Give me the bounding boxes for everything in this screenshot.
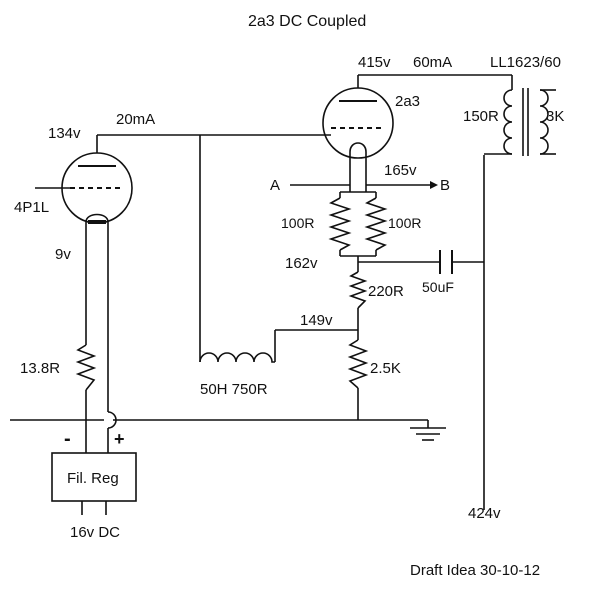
label-node-b: B: [440, 177, 450, 194]
label-415v: 415v: [358, 54, 391, 71]
fil-reg-box: [51, 452, 137, 502]
label-165v: 165v: [384, 162, 417, 179]
resistor-100r-right: [364, 197, 388, 251]
label-424v: 424v: [468, 505, 501, 522]
choke-50h: [199, 352, 275, 363]
label-134v: 134v: [48, 125, 81, 142]
label-16v-dc: 16v DC: [70, 524, 120, 541]
label-149v: 149v: [300, 312, 333, 329]
arrow-b: [430, 181, 438, 189]
label-100r-left: 100R: [281, 215, 314, 231]
diagram-title: 2a3 DC Coupled: [248, 13, 366, 30]
transformer-primary: [503, 89, 513, 155]
label-9v: 9v: [55, 246, 71, 263]
label-transformer: LL1623/60: [490, 54, 561, 71]
resistor-100r-left: [328, 197, 352, 251]
label-3k: 3K: [546, 108, 564, 125]
tube-2a3-filament: [349, 142, 367, 168]
wiring: [10, 74, 512, 510]
label-minus: -: [64, 428, 71, 450]
label-50uf: 50uF: [422, 279, 454, 295]
transformer-secondary: [539, 89, 549, 155]
label-2a3: 2a3: [395, 93, 420, 110]
tube-2a3-envelope: [322, 87, 394, 159]
label-node-a: A: [270, 177, 280, 194]
resistor-13-8r: [75, 344, 97, 391]
label-4p1l: 4P1L: [14, 199, 49, 216]
resistor-220r: [348, 271, 368, 309]
label-162v: 162v: [285, 255, 318, 272]
label-choke: 50H 750R: [200, 381, 268, 398]
capacitor-50uf: [439, 250, 453, 274]
label-220r: 220R: [368, 283, 404, 300]
resistor-2-5k: [347, 339, 369, 389]
tube-4p1l-filament-arc: [85, 213, 109, 223]
label-100r-right: 100R: [388, 215, 421, 231]
label-fil-reg: Fil. Reg: [67, 470, 119, 487]
tube-2a3: [322, 87, 394, 168]
label-13-8r: 13.8R: [20, 360, 60, 377]
transformer-ll1623: [484, 75, 556, 156]
label-20ma: 20mA: [116, 111, 155, 128]
tube-4p1l: [61, 152, 133, 224]
diagram-footer: Draft Idea 30-10-12: [410, 562, 540, 579]
label-plus: +: [114, 429, 125, 449]
label-60ma: 60mA: [413, 54, 452, 71]
label-2-5k: 2.5K: [370, 360, 401, 377]
label-150r: 150R: [463, 108, 499, 125]
